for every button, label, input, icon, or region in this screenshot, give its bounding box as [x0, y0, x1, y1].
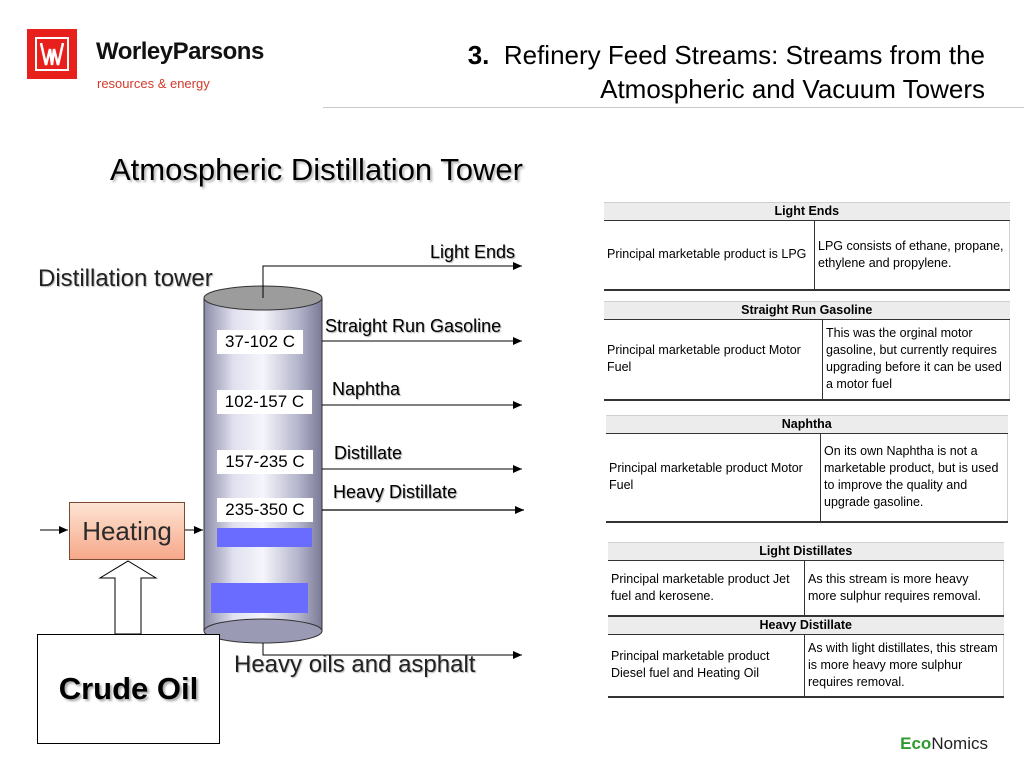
bottoms-label: Heavy oils and asphalt: [234, 651, 476, 678]
table-cell: LPG consists of ethane, propane, ethylen…: [814, 220, 1010, 291]
table-naphtha: Naphtha Principal marketable product Mot…: [606, 415, 1008, 523]
table-cell: Principal marketable product Jet fuel an…: [608, 560, 805, 617]
stream-label-heavy-distillate: Heavy Distillate: [333, 482, 458, 502]
crude-to-heater-arrow: [98, 560, 158, 635]
table-title: Straight Run Gasoline: [604, 301, 1010, 320]
crude-oil-box: Crude Oil: [37, 634, 220, 744]
light-ends-line: [262, 262, 522, 298]
table-title: Heavy Distillate: [608, 615, 1004, 635]
crude-oil-label: Crude Oil: [58, 671, 199, 706]
table-cell: As this stream is more heavy more sulphu…: [804, 560, 1004, 617]
table-title: Naphtha: [606, 415, 1008, 434]
section-title: Atmospheric Distillation Tower: [110, 152, 523, 187]
brand-name: WorleyParsons: [96, 38, 264, 65]
table-cell: On its own Naphtha is not a marketable p…: [820, 433, 1008, 523]
table-title: Light Distillates: [608, 542, 1004, 561]
table-cell: Principal marketable product Diesel fuel…: [608, 634, 805, 698]
worleyparsons-logo-icon: [27, 29, 77, 79]
temp-range-4: 235-350 C: [217, 498, 313, 522]
stream-label-distillate: Distillate: [334, 443, 403, 463]
heater-label: Heating: [82, 515, 172, 546]
temp-range-1: 37-102 C: [217, 330, 303, 354]
heater-box: Heating: [69, 502, 185, 560]
table-cell: This was the orginal motor gasoline, but…: [822, 319, 1010, 401]
title-line-1: Refinery Feed Streams: Streams from the: [503, 40, 985, 70]
table-cell: Principal marketable product is LPG: [604, 220, 815, 291]
table-cell: As with light distillates, this stream i…: [804, 634, 1004, 698]
table-cell: Principal marketable product Motor Fuel: [604, 319, 823, 401]
table-light-distillates: Light Distillates Principal marketable p…: [608, 542, 1004, 698]
table-light-ends: Light Ends Principal marketable product …: [604, 202, 1010, 291]
tower-band: [217, 528, 312, 547]
temp-range-2: 102-157 C: [217, 390, 312, 414]
stream-label-straight-run-gasoline: Straight Run Gasoline: [325, 316, 502, 336]
slide-number: 3.: [467, 40, 490, 70]
logo-eco: Eco: [900, 734, 932, 753]
tower-bottom-cap: [203, 618, 323, 644]
header-divider: [323, 107, 1024, 108]
table-straight-run-gasoline: Straight Run Gasoline Principal marketab…: [604, 301, 1010, 401]
tower-label: Distillation tower: [38, 265, 213, 292]
stream-label-light-ends: Light Ends: [430, 242, 516, 262]
tower-band: [211, 583, 308, 613]
economics-logo: EcoNomics: [900, 734, 988, 754]
table-title: Light Ends: [604, 202, 1010, 221]
temp-range-3: 157-235 C: [217, 450, 313, 474]
brand-tagline: resources & energy: [97, 76, 210, 91]
stream-label-naphtha: Naphtha: [332, 379, 401, 399]
logo-nomics: Nomics: [931, 734, 988, 753]
slide-title: 3. Refinery Feed Streams: Streams from t…: [468, 38, 985, 106]
title-line-2: Atmospheric and Vacuum Towers: [600, 74, 985, 104]
bottoms-line: [262, 643, 522, 659]
table-cell: Principal marketable product Motor Fuel: [606, 433, 821, 523]
